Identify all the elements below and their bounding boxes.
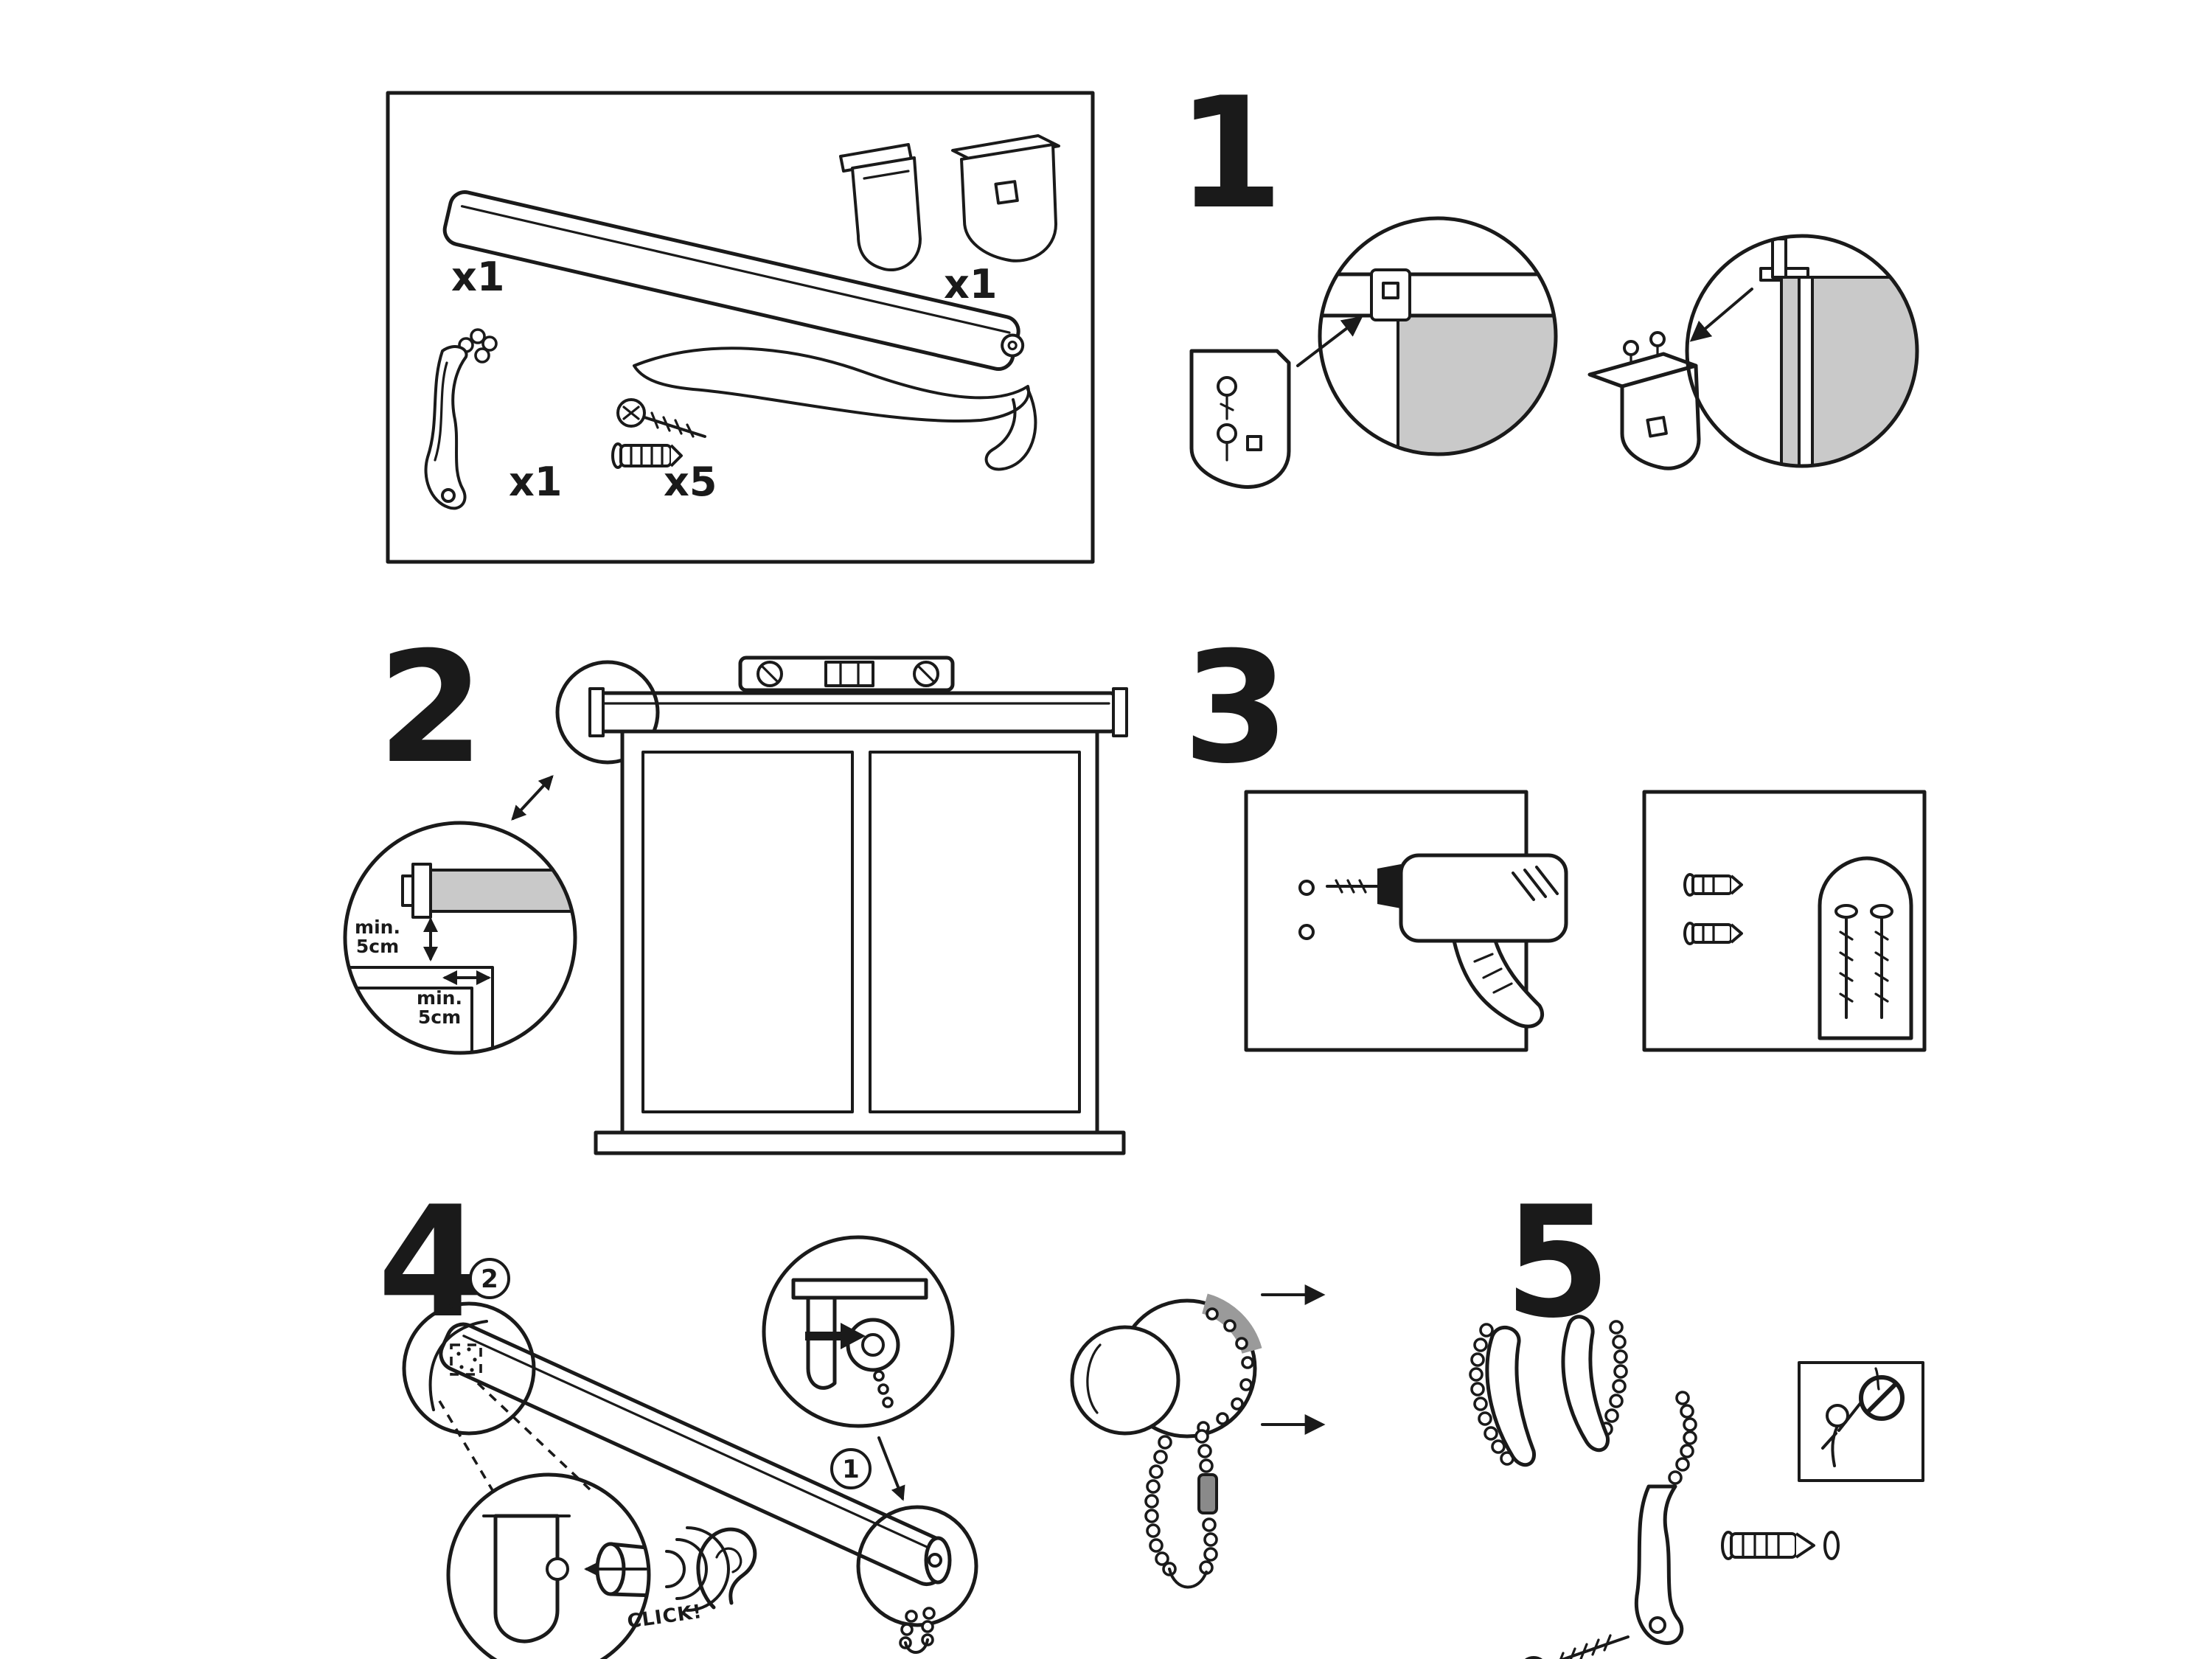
step4-hole-detail bbox=[402, 1301, 536, 1436]
wall-plug-part-icon bbox=[611, 442, 683, 469]
step-1: 1 bbox=[1177, 65, 1919, 490]
prohibition-icon bbox=[1859, 1375, 1905, 1421]
window-icon bbox=[594, 729, 1126, 1155]
step4-marker-2: 2 bbox=[469, 1258, 510, 1299]
click-label: CLICK! bbox=[626, 1601, 704, 1633]
step1-bracket-front-icon bbox=[1189, 349, 1291, 490]
drill-icon bbox=[1326, 853, 1568, 1029]
svg-text:2: 2 bbox=[481, 1265, 498, 1294]
bracket-side-part-icon bbox=[839, 143, 922, 271]
step-4: 4 2 bbox=[378, 1174, 1326, 1659]
min-horizontal-value: 5cm bbox=[418, 1006, 461, 1028]
min-vertical-value: 5cm bbox=[356, 936, 399, 957]
step4-arrow bbox=[877, 1436, 905, 1501]
drill-hole bbox=[1298, 924, 1315, 940]
chain-mechanism-icon bbox=[1070, 1284, 1326, 1589]
step1-number: 1 bbox=[1177, 65, 1284, 243]
chain-tensioner-part-icon bbox=[424, 328, 498, 510]
step3-number: 3 bbox=[1183, 619, 1290, 798]
step1-detail-left bbox=[1318, 216, 1558, 456]
step-5: 5 bbox=[1469, 1174, 1924, 1659]
step1-bracket-top-icon bbox=[1587, 331, 1701, 470]
step4-chain-end-detail bbox=[856, 1505, 978, 1627]
min-vertical-label: min. bbox=[355, 917, 400, 938]
inserted-wall-plug-icon bbox=[1683, 922, 1743, 945]
screws-qty-label: x5 bbox=[664, 459, 717, 505]
chain bbox=[899, 1607, 936, 1654]
roller-tube-icon bbox=[588, 687, 1128, 737]
step3-plugs-panel bbox=[1642, 790, 1927, 1052]
roller-qty-label: x1 bbox=[451, 254, 504, 300]
min-horizontal-label: min. bbox=[417, 987, 462, 1009]
wall-plug-icon bbox=[1721, 1531, 1840, 1560]
step1-arrow-right bbox=[1689, 288, 1753, 342]
bracket-qty-label: x1 bbox=[944, 261, 997, 307]
ear-icon bbox=[696, 1527, 757, 1610]
step4-marker-1: 1 bbox=[830, 1448, 872, 1489]
projection-line bbox=[438, 1400, 497, 1496]
step4-bracket-side-detail bbox=[762, 1235, 955, 1428]
drill-hole bbox=[1298, 880, 1315, 896]
step5-number: 5 bbox=[1504, 1174, 1611, 1352]
step4-number: 4 bbox=[378, 1174, 484, 1352]
chain-connector bbox=[1197, 1473, 1218, 1514]
plug-screw-detail-icon bbox=[1818, 856, 1913, 1040]
step4-click-detail bbox=[446, 1472, 651, 1659]
step2-number: 2 bbox=[378, 619, 484, 798]
chain-tensioner-icon bbox=[1634, 1391, 1697, 1645]
bracket-dome-part-icon bbox=[951, 134, 1060, 262]
parts-box: x1 x1 x1 bbox=[386, 91, 1095, 564]
step-2: 2 bbox=[343, 619, 1128, 1155]
svg-text:1: 1 bbox=[842, 1455, 860, 1484]
click-sound-icon bbox=[665, 1526, 730, 1612]
roller-blind-part-icon bbox=[442, 190, 1037, 471]
step1-detail-right bbox=[1685, 234, 1919, 468]
step1-arrow-left bbox=[1296, 316, 1363, 367]
screw-part-icon bbox=[616, 398, 706, 438]
spirit-level-icon bbox=[738, 655, 955, 692]
mounting-screw-icon bbox=[1525, 1634, 1630, 1659]
zoom-double-arrow bbox=[511, 775, 554, 821]
cord-safety-clips-icon bbox=[1469, 1315, 1628, 1467]
step2-measure-detail: min. 5cm min. 5cm bbox=[343, 821, 577, 1055]
step3-drill-panel bbox=[1244, 790, 1568, 1052]
tensioner-qty-label: x1 bbox=[509, 459, 562, 505]
inserted-wall-plug-icon bbox=[1683, 873, 1743, 897]
chain bbox=[1144, 1429, 1218, 1589]
child-safety-warning bbox=[1798, 1361, 1924, 1482]
tube-end-highlight-circle bbox=[555, 660, 660, 765]
step-3: 3 bbox=[1183, 619, 1927, 1052]
